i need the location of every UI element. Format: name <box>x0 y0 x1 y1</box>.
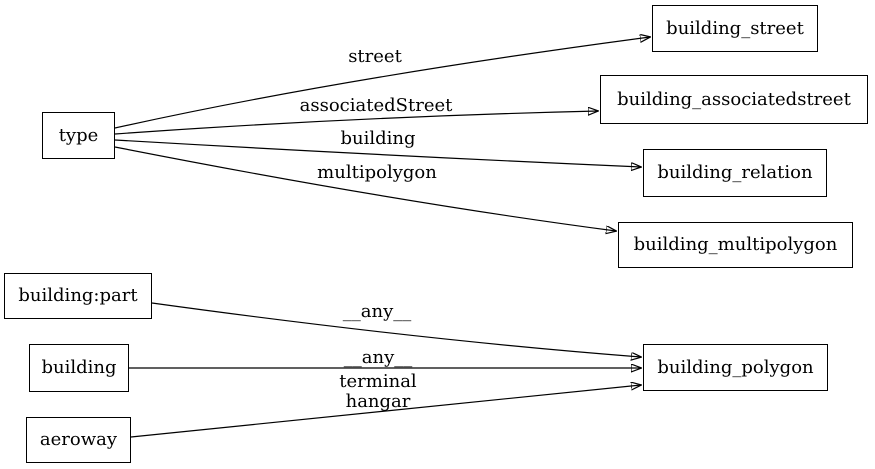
node-building-multipolygon: building_multipolygon <box>618 222 853 268</box>
node-building: building <box>29 344 129 392</box>
node-building-associatedstreet: building_associatedstreet <box>600 75 868 124</box>
edge-label-terminal: terminal <box>339 371 417 392</box>
edge-type-building-associatedstreet <box>114 111 598 135</box>
node-building-relation: building_relation <box>643 149 827 197</box>
edge-aeroway-building-polygon <box>130 385 641 438</box>
edge-label-street: street <box>348 46 402 67</box>
edge-type-building-street <box>114 37 650 129</box>
node-type: type <box>42 112 115 159</box>
edge-buildingpart-building-polygon <box>151 302 641 357</box>
edge-label-any-building: __any__ <box>343 347 413 368</box>
edge-label-hangar: hangar <box>345 391 411 412</box>
edge-type-building-multipolygon <box>114 146 616 231</box>
edge-label-building: building <box>340 128 416 149</box>
edge-label-any-buildingpart: __any__ <box>342 301 412 322</box>
edge-label-associatedstreet: associatedStreet <box>299 95 453 116</box>
edge-type-building-relation <box>114 139 641 167</box>
node-aeroway: aeroway <box>26 417 131 463</box>
node-building-polygon: building_polygon <box>643 344 828 391</box>
node-building-street: building_street <box>652 5 818 52</box>
edge-label-terminal-hangar: terminal hangar <box>339 372 416 412</box>
node-building-part: building:part <box>4 273 152 319</box>
edge-label-multipolygon: multipolygon <box>317 162 437 183</box>
